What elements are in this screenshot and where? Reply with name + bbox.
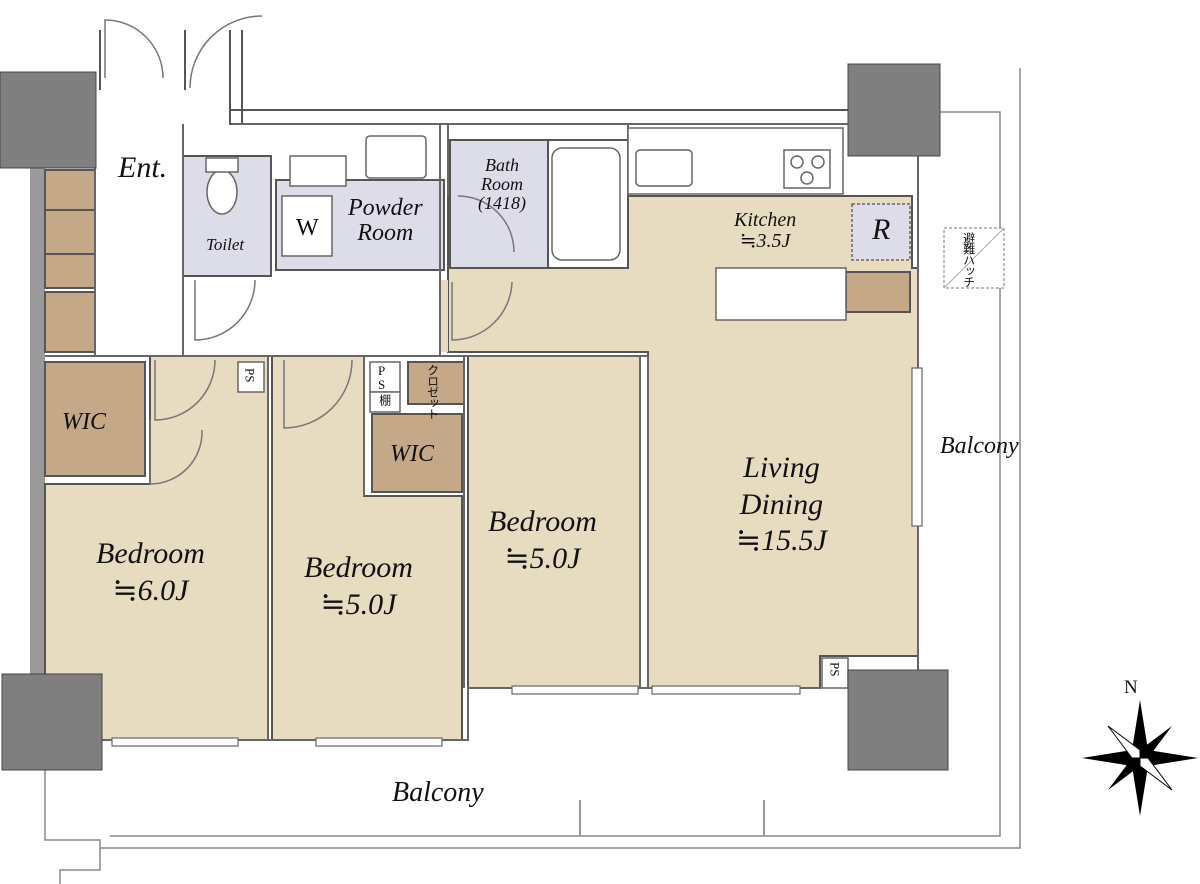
shoe-cabinet-3	[44, 253, 96, 289]
shelf-box	[369, 391, 401, 413]
shoe-cabinet-1	[44, 169, 96, 211]
bedroom-right-area	[467, 355, 641, 689]
bath-room-area	[449, 139, 549, 269]
refrigerator-label: R	[872, 213, 891, 246]
ps-top-mid-label: P S	[378, 363, 386, 392]
wic-left-area	[44, 361, 146, 477]
washbasin	[365, 135, 427, 179]
refrigerator	[851, 203, 911, 261]
shoe-cabinet-4	[44, 291, 96, 353]
bedroom-left-label: Bedroom ≒6.0J	[96, 537, 205, 607]
toilet-label: Toilet	[206, 235, 245, 254]
windows	[111, 367, 923, 747]
kitchen-sink	[635, 149, 693, 187]
fixtures	[205, 127, 911, 689]
ps-box-top-left	[237, 361, 265, 393]
bedroom-right-label: Bedroom ≒5.0J	[488, 505, 597, 575]
wic-left-label: WIC	[62, 409, 106, 435]
balcony-dividers	[579, 800, 765, 836]
balcony-east-label: Balcony	[940, 433, 1019, 459]
shelf-label: 棚	[377, 394, 392, 405]
wic-mid-area	[371, 413, 463, 493]
entrance-label: Ent.	[118, 151, 168, 184]
kitchen-island	[715, 267, 847, 321]
ps-top-left-label: PS	[242, 368, 258, 383]
ps-living-label: PS	[827, 662, 843, 677]
exterior-walls	[30, 30, 851, 770]
kitchen-label: Kitchen ≒3.5J	[734, 209, 797, 252]
living-dining-label: Living Dining ≒15.5J	[736, 451, 827, 558]
bathtub	[551, 147, 621, 261]
structural-columns	[0, 63, 949, 771]
washer-box	[281, 195, 333, 257]
shoe-cabinet-2	[44, 209, 96, 255]
kitchen-storage	[845, 271, 911, 313]
closet-label: クロゼット	[425, 364, 440, 419]
bedroom-mid-label: Bedroom ≒5.0J	[304, 551, 413, 621]
bath-room-label: Bath Room (1418)	[478, 155, 526, 213]
wic-mid-label: WIC	[390, 441, 434, 467]
door-swings	[104, 15, 515, 485]
washer-label: W	[296, 215, 319, 241]
balcony-south-label: Balcony	[392, 777, 484, 808]
powder-room-label: Powder Room	[348, 195, 423, 247]
compass-icon	[1082, 700, 1198, 816]
escape-hatch-label: 避難ハッチ	[961, 232, 976, 287]
toilet-bowl	[206, 169, 238, 215]
north-label: N	[1124, 677, 1138, 698]
balcony-outline	[44, 68, 1021, 884]
closet-area	[407, 361, 465, 405]
